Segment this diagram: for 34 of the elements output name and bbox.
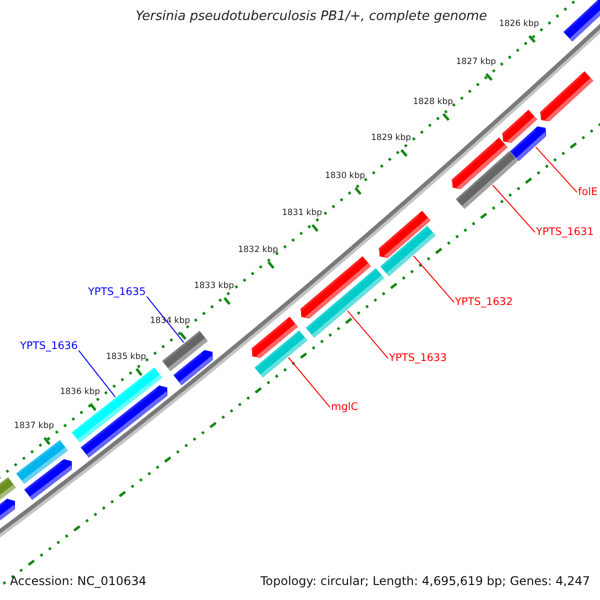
scale-label: 1836 kbp [60, 386, 100, 398]
gene-label: folE [578, 186, 598, 199]
leader-line [78, 350, 116, 398]
scale-label: 1830 kbp [324, 170, 366, 182]
title: Yersinia pseudotuberculosis PB1/+, complete genome [136, 9, 487, 25]
scale-label: 1831 kbp [282, 208, 322, 218]
scale-label: 1837 kbp [14, 420, 54, 432]
gene-label: YPTS_1636 [20, 340, 78, 353]
gene-feature [306, 268, 384, 338]
gene-label: YPTS_1633 [389, 352, 447, 365]
gene-label: YPTS_1631 [536, 226, 594, 239]
gene-label: YPTS_1635 [88, 286, 146, 299]
scale-label: 1832 kbp [238, 244, 278, 256]
scale-label: 1835 kbp [106, 352, 146, 362]
accession-text: Accession: NC_010634 [10, 574, 146, 588]
leader-line [347, 310, 388, 359]
gene-label: YPTS_1632 [455, 296, 513, 309]
genome-info-text: Topology: circular; Length: 4,695,619 bp; Genes: 4,247 [260, 574, 590, 588]
leader-line [413, 256, 454, 303]
gene-label: mglC [331, 401, 358, 414]
gene-feature [510, 126, 546, 161]
leader-line [288, 357, 330, 408]
gene-feature [456, 151, 518, 209]
leader-line [535, 146, 578, 193]
leader-line [146, 296, 184, 343]
scale-label: 1833 kbp [194, 280, 234, 292]
scale-label: 1826 kbp [498, 18, 540, 30]
scale-label: 1827 kbp [456, 56, 496, 68]
scale-label: 1828 kbp [412, 96, 454, 108]
gene-feature [162, 330, 208, 372]
gene-feature [380, 226, 436, 276]
scale-label: 1829 kbp [370, 132, 412, 144]
leader-line [492, 184, 536, 233]
gene-feature [254, 330, 308, 378]
